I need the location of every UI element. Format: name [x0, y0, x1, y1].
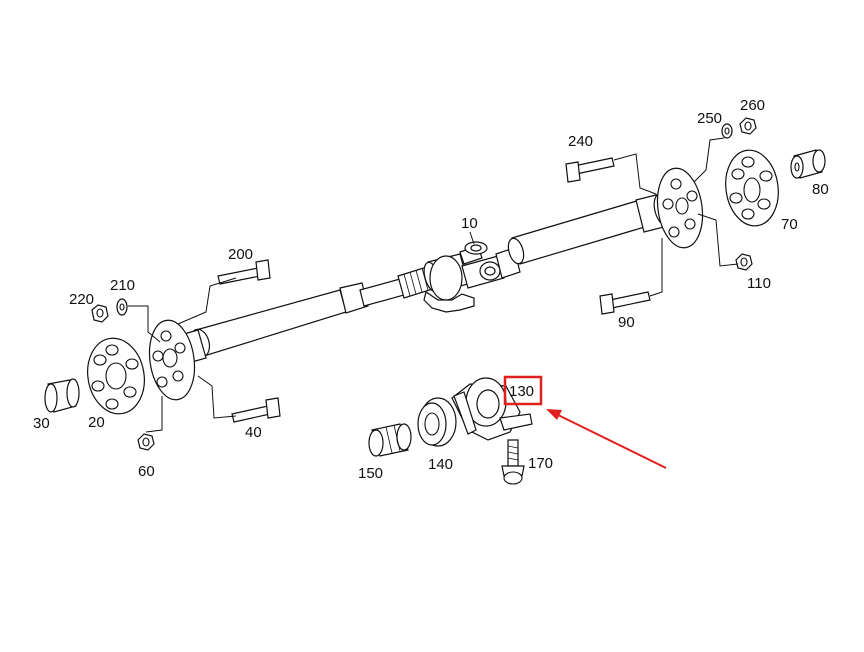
- label-240: 240: [568, 133, 593, 150]
- bearing-140: [417, 397, 457, 447]
- center-support-bracket: [423, 255, 475, 313]
- highlight-arrow-line: [555, 413, 667, 469]
- nut-110: [735, 253, 753, 271]
- highlight-box: [503, 375, 543, 406]
- nut-220: [91, 304, 109, 323]
- highlight-130: 130: [503, 375, 667, 469]
- label-140: 140: [428, 456, 453, 473]
- center-bearing-130: [451, 377, 533, 441]
- label-200: 200: [228, 246, 253, 263]
- bolt-90: [599, 291, 651, 315]
- flex-disc-front: [87, 337, 145, 415]
- label-60: 60: [138, 463, 155, 480]
- label-150: 150: [358, 465, 383, 482]
- label-250: 250: [697, 110, 722, 127]
- label-260: 260: [740, 97, 765, 114]
- shaft-flange-front: [148, 319, 196, 401]
- highlight-arrow-head: [546, 409, 562, 420]
- dust-sleeve-150: [368, 423, 412, 457]
- label-40: 40: [245, 424, 262, 441]
- centering-bushing-rear: [790, 149, 826, 179]
- label-170: 170: [528, 455, 553, 472]
- label-10: 10: [461, 215, 478, 232]
- label-130: 130: [509, 383, 534, 400]
- label-20: 20: [88, 414, 105, 431]
- label-220: 220: [69, 291, 94, 308]
- leader-lines: [128, 137, 739, 433]
- label-70: 70: [781, 216, 798, 233]
- label-80: 80: [812, 181, 829, 198]
- bolt-200: [217, 259, 271, 285]
- universal-joint: [459, 241, 521, 289]
- screw-170: [501, 439, 525, 485]
- nut-260: [739, 117, 757, 135]
- flex-disc-rear: [725, 149, 779, 227]
- label-210: 210: [110, 277, 135, 294]
- bolt-240: [565, 157, 615, 183]
- part-labels: 10 20 30 40 60 70 80 90 110 140 150 170 …: [33, 97, 829, 482]
- label-110: 110: [747, 275, 771, 292]
- bolt-40: [231, 397, 281, 423]
- centering-bushing-front: [44, 378, 80, 413]
- label-90: 90: [618, 314, 635, 331]
- label-30: 30: [33, 415, 50, 432]
- nut-60: [137, 433, 155, 451]
- shaft-flange-rear: [656, 167, 704, 249]
